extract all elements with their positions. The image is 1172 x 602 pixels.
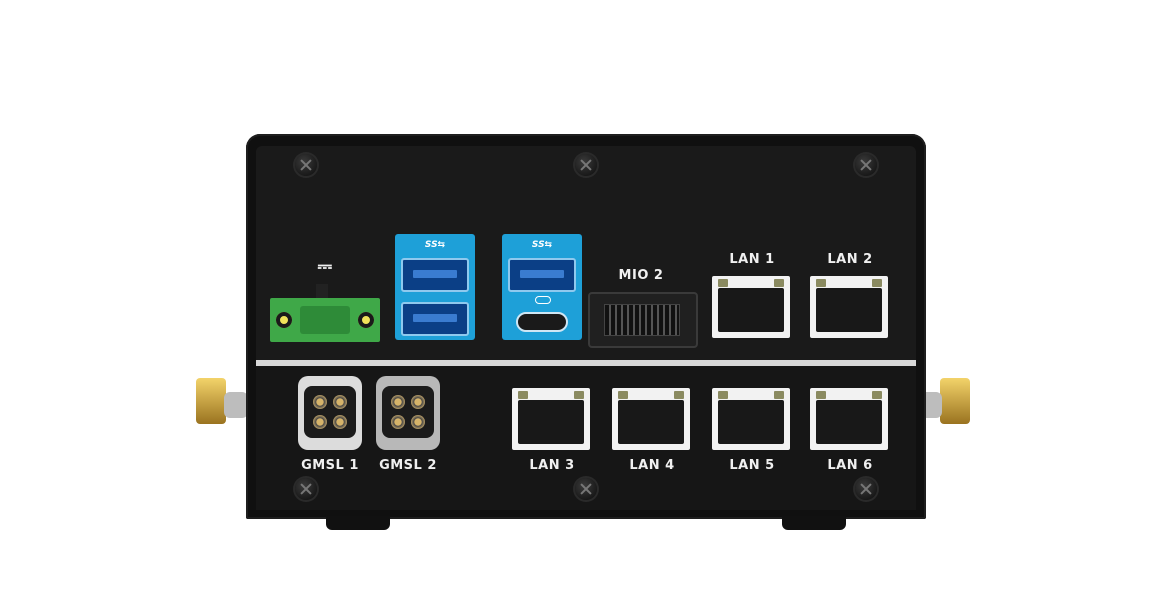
mio2-connector[interactable]: [588, 292, 698, 348]
activity-led: [774, 279, 784, 287]
usb3-a-panel: SS⇆: [395, 234, 475, 340]
sma-antenna-left: [196, 378, 226, 424]
dc-power-symbol: ⎓: [317, 256, 333, 277]
lan5-label: LAN 5: [729, 458, 775, 473]
link-led: [816, 279, 826, 287]
rj45-socket: [618, 400, 684, 444]
screw-icon: [855, 478, 877, 500]
activity-led: [674, 391, 684, 399]
sma-antenna-right: [940, 378, 970, 424]
terminal-screw-left: [276, 312, 292, 328]
coax-pin: [391, 395, 405, 409]
coax-pin: [313, 415, 327, 429]
gmsl1-port[interactable]: [298, 376, 362, 450]
link-led: [718, 279, 728, 287]
gmsl2-label: GMSL 2: [379, 458, 437, 473]
coax-pin: [411, 395, 425, 409]
terminal-latch: [316, 284, 328, 298]
sma-nut-left: [224, 392, 248, 418]
gmsl1-label: GMSL 1: [301, 458, 359, 473]
screw-icon: [855, 154, 877, 176]
lan1-port[interactable]: [712, 276, 790, 338]
activity-led: [774, 391, 784, 399]
gmsl2-port[interactable]: [376, 376, 440, 450]
coax-pin: [313, 395, 327, 409]
link-led: [518, 391, 528, 399]
screw-icon: [575, 478, 597, 500]
lan6-label: LAN 6: [827, 458, 873, 473]
activity-led: [574, 391, 584, 399]
gmsl-socket: [382, 386, 434, 438]
lan4-label: LAN 4: [629, 458, 675, 473]
foot-left: [326, 516, 390, 530]
lan4-port[interactable]: [612, 388, 690, 450]
usb3-a-port[interactable]: [508, 258, 576, 292]
coax-pin: [391, 415, 405, 429]
activity-led: [872, 279, 882, 287]
link-led: [816, 391, 826, 399]
panel-divider: [256, 360, 916, 366]
lan6-port[interactable]: [810, 388, 888, 450]
lan2-label: LAN 2: [827, 252, 873, 267]
superspeed-usb-logo: SS⇆: [531, 240, 553, 250]
link-led: [718, 391, 728, 399]
coax-pin: [333, 415, 347, 429]
power-terminal-block[interactable]: [270, 298, 380, 342]
terminal-socket: [300, 306, 350, 334]
lan3-port[interactable]: [512, 388, 590, 450]
screw-icon: [575, 154, 597, 176]
terminal-screw-right: [358, 312, 374, 328]
lan1-label: LAN 1: [729, 252, 775, 267]
usb-c-icon: [535, 296, 551, 304]
rj45-socket: [816, 400, 882, 444]
lan5-port[interactable]: [712, 388, 790, 450]
lan2-port[interactable]: [810, 276, 888, 338]
usb-c-port[interactable]: [516, 312, 568, 332]
rj45-socket: [518, 400, 584, 444]
rj45-socket: [718, 400, 784, 444]
superspeed-usb-logo: SS⇆: [424, 240, 446, 250]
usb3-ac-panel: SS⇆: [502, 234, 582, 340]
foot-right: [782, 516, 846, 530]
screw-icon: [295, 478, 317, 500]
mio2-pin-field: [604, 304, 680, 336]
rj45-socket: [718, 288, 784, 332]
lan3-label: LAN 3: [529, 458, 575, 473]
screw-icon: [295, 154, 317, 176]
mio2-label: MIO 2: [618, 268, 664, 283]
usb3-a-port-lower[interactable]: [401, 302, 469, 336]
usb3-a-port-upper[interactable]: [401, 258, 469, 292]
gmsl-socket: [304, 386, 356, 438]
link-led: [618, 391, 628, 399]
activity-led: [872, 391, 882, 399]
coax-pin: [411, 415, 425, 429]
rj45-socket: [816, 288, 882, 332]
coax-pin: [333, 395, 347, 409]
